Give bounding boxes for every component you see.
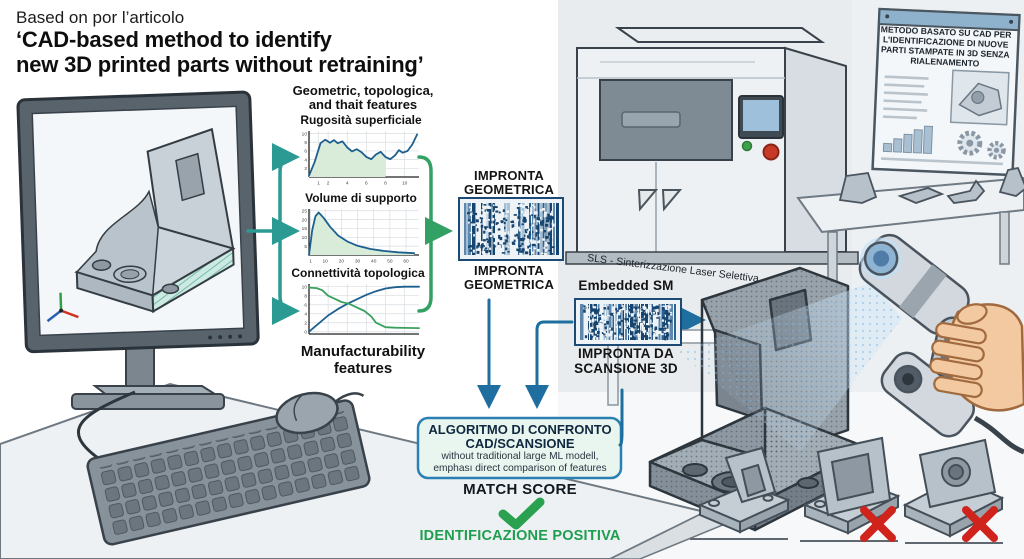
svg-text:1: 1: [309, 259, 312, 265]
svg-text:25: 25: [302, 208, 308, 214]
svg-text:10: 10: [402, 181, 408, 187]
printer-green-button: [741, 140, 753, 152]
svg-text:10: 10: [302, 235, 308, 241]
cad-fingerprint-barcode: [458, 197, 564, 261]
scanner-cable: [973, 415, 1024, 455]
svg-text:6: 6: [304, 302, 307, 308]
features-caption: Manufacturability features: [300, 343, 426, 377]
svg-text:2: 2: [304, 166, 307, 172]
svg-text:50: 50: [387, 259, 393, 265]
positive-identification-label: IDENTIFICAZIONE POSITIVA: [419, 528, 621, 544]
monitor-stand: [71, 343, 225, 460]
candidate-part-1: [697, 446, 791, 534]
svg-text:0: 0: [304, 329, 307, 335]
sls-printer: [565, 27, 859, 265]
gears-icon: [957, 130, 1006, 160]
algorithm-subtitle: without traditional large ML modell, emp…: [433, 451, 607, 475]
poster-title: METODO BASATO SU CAD PER L’IDENTIFICAZIO…: [880, 24, 1012, 69]
cad-to-features-connector: [246, 143, 300, 325]
svg-text:10: 10: [302, 284, 308, 290]
svg-text:8: 8: [304, 293, 307, 299]
reject-x-icon: [860, 506, 896, 542]
svg-text:1: 1: [317, 181, 320, 187]
scan-beam: [678, 282, 902, 452]
svg-text:6: 6: [365, 181, 368, 187]
chart-rugosita-superficiale: 1 2 4 6 8 10 2 4 6 8 10: [302, 131, 419, 187]
svg-text:4: 4: [346, 181, 349, 187]
cad-part-model: [74, 127, 236, 314]
features-heading: Geometric, topologica, and thait feature…: [292, 83, 434, 113]
check-icon: [498, 497, 545, 530]
fingerprint-scan-label: IMPRONTA DA SCANSIONE 3D: [574, 346, 678, 376]
reject-x-icon: [962, 506, 998, 542]
article-title: ‘CAD-based method to identify new 3D pri…: [16, 27, 424, 77]
source-note: Based on por l’articolo: [16, 8, 185, 27]
chart-connettivita-topologica: 0 2 4 6 8 10: [302, 284, 420, 335]
svg-text:15: 15: [302, 226, 308, 232]
svg-text:10: 10: [302, 131, 308, 137]
svg-text:8: 8: [304, 140, 307, 146]
chart-title-connettivita: Connettività topologica: [291, 266, 425, 280]
svg-text:4: 4: [304, 157, 307, 163]
mouse: [275, 391, 365, 435]
features-to-fingerprint-connector: [417, 155, 453, 313]
svg-text:30: 30: [355, 259, 361, 265]
fingerprint-cad-label-top: IMPRONTA GEOMETRICA: [463, 168, 555, 198]
sample-part: [838, 166, 1024, 204]
svg-text:4: 4: [304, 311, 307, 317]
fingerprint-cad-label-bottom: IMPRONTA GEOMETRICA: [463, 263, 555, 293]
svg-text:20: 20: [302, 217, 308, 223]
xyz-axis-icon: [46, 292, 79, 323]
match-score-label: MATCH SCORE: [463, 481, 577, 498]
svg-text:6: 6: [304, 149, 307, 155]
algorithm-box: [416, 416, 623, 480]
chart-title-volume: Volume di supporto: [305, 191, 417, 205]
svg-text:5: 5: [304, 244, 307, 250]
printer-emergency-button: [762, 143, 780, 161]
algorithm-title: ALGORITMO DI CONFRONTO CAD/SCANSIONE: [428, 422, 612, 452]
poster-bar-chart: [882, 125, 934, 154]
hand: [929, 303, 1024, 412]
embedded-sm-label: Embedded SM: [578, 278, 674, 293]
poster-text-lines: [880, 75, 1003, 166]
svg-text:60: 60: [403, 259, 409, 265]
parts-table: [796, 166, 1024, 291]
chart-volume-di-supporto: 1 10 20 30 40 50 60 5 10 15 20 25: [302, 208, 419, 265]
chart-title-rugosita: Rugosità superficiale: [300, 113, 422, 127]
poster-part-thumbnail: [949, 69, 1010, 126]
fingerprint-flow-connectors: [477, 298, 706, 447]
svg-text:8: 8: [384, 181, 387, 187]
svg-text:20: 20: [339, 259, 345, 265]
svg-text:10: 10: [323, 259, 329, 265]
scan-fingerprint-barcode: [574, 298, 682, 346]
svg-text:2: 2: [304, 320, 307, 326]
method-poster: [871, 7, 1021, 177]
candidate-baselines: [690, 538, 1003, 544]
svg-text:40: 40: [371, 259, 377, 265]
candidate-part-3: [902, 438, 1005, 538]
svg-text:2: 2: [327, 181, 330, 187]
